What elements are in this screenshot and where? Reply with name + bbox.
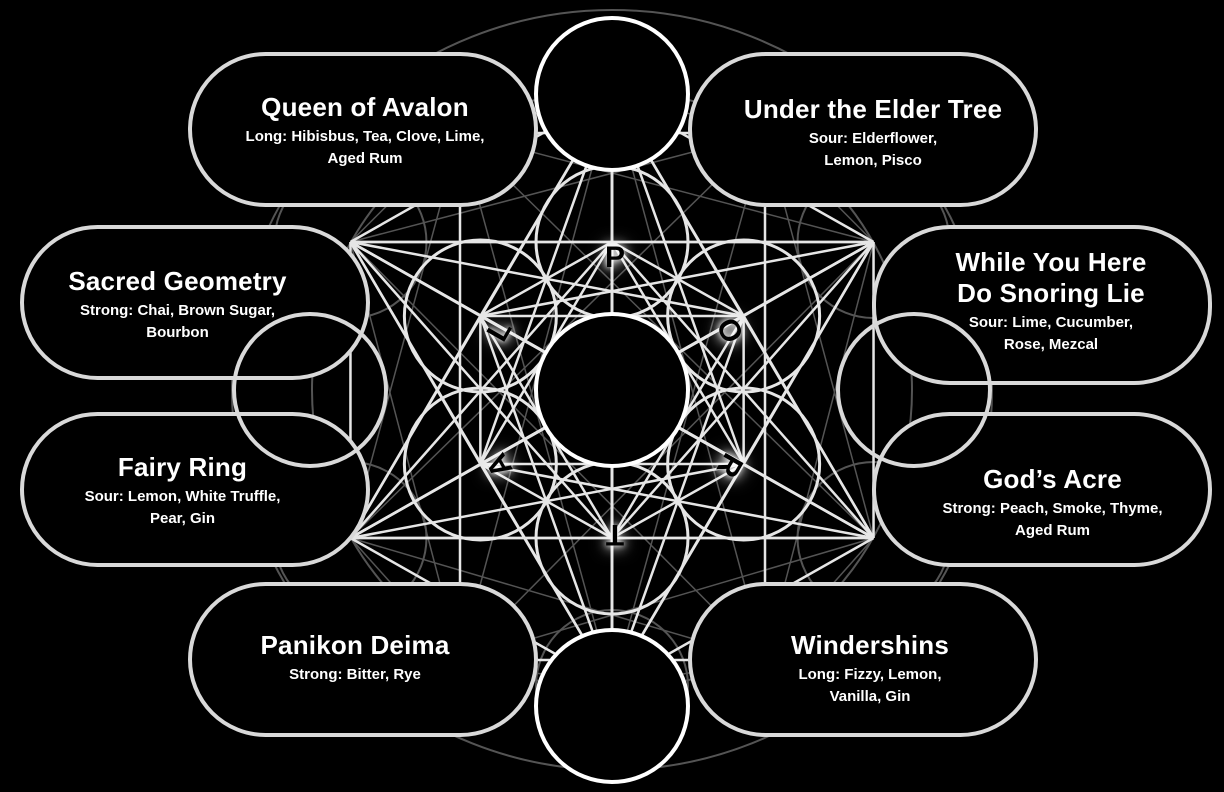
cocktail-description: Strong: Chai, Brown Sugar, Bourbon: [79, 302, 275, 341]
cocktail-description: Sour: Elderflower, Lemon, Pisco: [808, 130, 938, 169]
cocktail-windershins: Windershins Long: Fizzy, Lemon, Vanilla,…: [760, 630, 980, 708]
pill-panikon-deima: [188, 582, 538, 737]
portal-letter-p: P: [604, 241, 625, 274]
cocktail-gods-acre: God’s Acre Strong: Peach, Smoke, Thyme, …: [920, 464, 1185, 542]
cocktail-title: God’s Acre: [983, 464, 1122, 494]
cocktail-description: Sour: Lime, Cucumber, Rose, Mezcal: [968, 314, 1134, 354]
portal-letter-t: T: [605, 518, 625, 551]
cocktail-title: Fairy Ring: [117, 452, 248, 482]
cocktail-fairy-ring: Fairy Ring Sour: Lemon, White Truffle, P…: [45, 452, 320, 530]
cocktail-title: While You Here Do Snoring Lie: [955, 247, 1147, 309]
cocktail-panikon-deima: Panikon Deima Strong: Bitter, Rye: [235, 630, 475, 686]
cocktail-description: Strong: Peach, Smoke, Thyme, Aged Rum: [942, 500, 1163, 539]
cocktail-description: Sour: Lemon, White Truffle, Pear, Gin: [84, 488, 281, 527]
cocktail-description: Long: Fizzy, Lemon, Vanilla, Gin: [798, 666, 942, 705]
cocktail-under-the-elder-tree: Under the Elder Tree Sour: Elderflower, …: [728, 94, 1018, 172]
cocktail-queen-of-avalon: Queen of Avalon Long: Hibisbus, Tea, Clo…: [225, 92, 505, 170]
cocktail-title: Panikon Deima: [260, 630, 450, 660]
cocktail-while-you-here: While You Here Do Snoring Lie Sour: Lime…: [935, 247, 1167, 356]
cocktail-title: Queen of Avalon: [261, 92, 469, 122]
cocktail-description: Long: Hibisbus, Tea, Clove, Lime, Aged R…: [245, 128, 485, 167]
pill-windershins: [688, 582, 1038, 737]
cocktail-sacred-geometry: Sacred Geometry Strong: Chai, Brown Suga…: [40, 266, 315, 344]
cocktail-title: Sacred Geometry: [68, 266, 287, 296]
cocktail-description: Strong: Bitter, Rye: [289, 666, 421, 684]
pill-while-you-here: [872, 225, 1212, 385]
pill-queen-of-avalon: [188, 52, 538, 207]
cocktail-title: Windershins: [791, 630, 949, 660]
pill-under-the-elder-tree: [688, 52, 1038, 207]
cocktail-title: Under the Elder Tree: [743, 94, 1003, 124]
